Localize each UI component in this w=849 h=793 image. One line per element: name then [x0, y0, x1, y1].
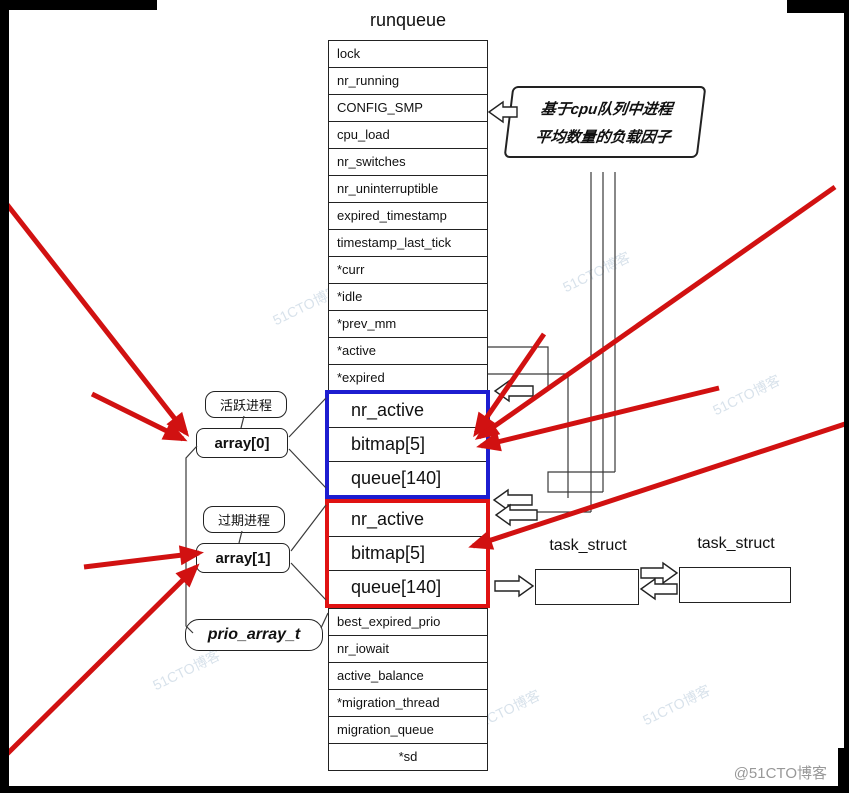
- struct-field-row: nr_uninterruptible: [329, 176, 487, 203]
- struct-field-row: timestamp_last_tick: [329, 230, 487, 257]
- edge-strip-topleft: [0, 0, 157, 10]
- struct-field-row: *expired: [329, 365, 487, 391]
- array0-block: nr_active bitmap[5] queue[140]: [325, 390, 490, 499]
- edge-strip-topright: [787, 0, 849, 13]
- struct-field-row: migration_queue: [329, 717, 487, 744]
- edge-strip-bottomright: [838, 748, 849, 793]
- array1-field: bitmap[5]: [329, 537, 486, 571]
- array0-field: nr_active: [329, 394, 486, 428]
- array1-block: nr_active bitmap[5] queue[140]: [325, 499, 490, 608]
- struct-field-row: nr_running: [329, 68, 487, 95]
- hollow-arrows: [487, 100, 679, 601]
- array0-field: bitmap[5]: [329, 428, 486, 462]
- struct-field-row: CONFIG_SMP: [329, 95, 487, 122]
- struct-field-row: expired_timestamp: [329, 203, 487, 230]
- struct-field-row: active_balance: [329, 663, 487, 690]
- struct-field-row: *sd: [329, 744, 487, 770]
- struct-field-row: *migration_thread: [329, 690, 487, 717]
- struct-field-row: *active: [329, 338, 487, 365]
- runqueue-struct-bottom: best_expired_prio nr_iowait active_balan…: [328, 608, 488, 771]
- red-arrow-to-bitmap0-a: [474, 184, 837, 440]
- struct-field-row: cpu_load: [329, 122, 487, 149]
- task-link-next-arrow-icon: [640, 561, 679, 585]
- struct-field-row: *idle: [329, 284, 487, 311]
- task-struct-label-right: task_struct: [697, 535, 775, 552]
- red-arrow-to-array0-a: [0, 196, 190, 437]
- task-struct-box-right: [679, 567, 791, 603]
- array0-label: array[0]: [196, 428, 288, 458]
- struct-field-row: *prev_mm: [329, 311, 487, 338]
- load-factor-callout: 基于cpu队列中进程 平均数量的负载因子: [503, 86, 707, 158]
- callout-line1: 基于cpu队列中进程: [539, 100, 674, 118]
- struct-field-row: nr_iowait: [329, 636, 487, 663]
- watermark: 51CTO博客: [640, 681, 713, 729]
- watermark: 51CTO博客: [150, 646, 223, 694]
- array1-field: nr_active: [329, 503, 486, 537]
- watermark: 51CTO博客: [560, 248, 633, 296]
- runqueue-struct-top: lock nr_running CONFIG_SMP cpu_load nr_s…: [328, 40, 488, 392]
- task-struct-label-left: task_struct: [549, 537, 627, 554]
- task-struct-box-left: [535, 569, 639, 605]
- edge-strip-bottom: [0, 786, 849, 793]
- diagram-title: runqueue: [369, 10, 447, 30]
- red-arrow-to-array1-a: [83, 545, 204, 570]
- queue-to-task-arrow-icon: [494, 574, 535, 598]
- prio-array-t-label: prio_array_t: [185, 619, 323, 651]
- struct-field-row: lock: [329, 41, 487, 68]
- expired-processes-note: 过期进程: [203, 506, 285, 533]
- pointer-arrow-into-array0-icon: [493, 379, 534, 403]
- edge-strip-left: [0, 0, 9, 793]
- corner-watermark: @51CTO博客: [733, 765, 827, 782]
- watermark: 51CTO博客: [710, 371, 783, 419]
- array1-field: queue[140]: [351, 577, 442, 597]
- red-arrow-to-bitmap1: [468, 420, 849, 550]
- pointer-arrow-into-array1-icon: [492, 488, 533, 512]
- red-arrow-to-array0-b: [90, 391, 188, 442]
- active-processes-note: 活跃进程: [205, 391, 287, 418]
- callout-line2: 平均数量的负载因子: [534, 128, 672, 146]
- array1-label: array[1]: [196, 543, 290, 573]
- red-arrow-to-bitmap0-b: [476, 385, 720, 452]
- struct-field-row: nr_switches: [329, 149, 487, 176]
- struct-field-row: *curr: [329, 257, 487, 284]
- array0-field: queue[140]: [351, 468, 442, 488]
- pointer-arrow-into-array1b-icon: [494, 503, 538, 527]
- edge-strip-right: [844, 0, 849, 793]
- task-link-prev-arrow-icon: [639, 577, 678, 601]
- struct-field-row: best_expired_prio: [329, 609, 487, 636]
- red-arrow-to-array1-b: [2, 563, 200, 759]
